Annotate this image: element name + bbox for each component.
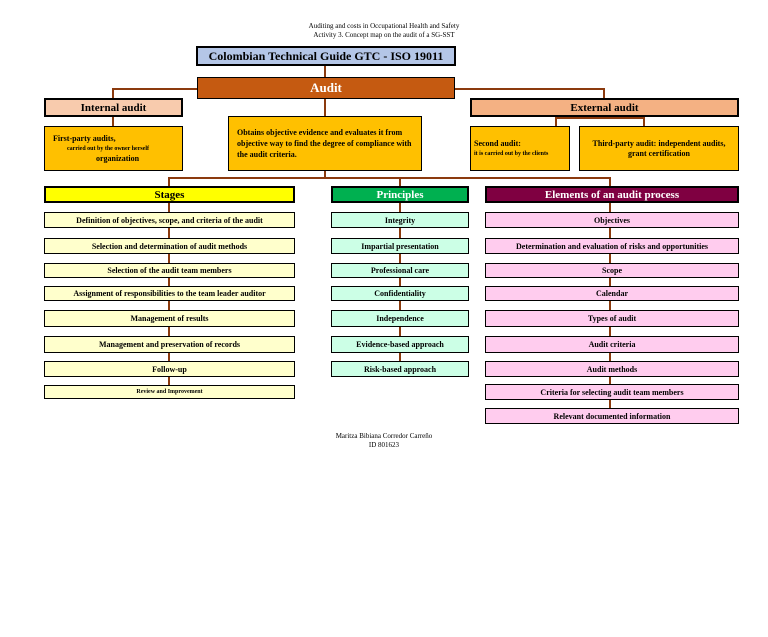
principle-item: Evidence-based approach [331,336,469,353]
element-item: Criteria for selecting audit team member… [485,384,739,400]
principle-item: Independence [331,310,469,327]
stages-header: Stages [44,186,295,203]
stage-item: Management and preservation of records [44,336,295,353]
connector-external-split [555,117,645,119]
second-party-audit: Second audit: it is carried out by the c… [470,126,570,171]
connector-audit-internal-h [112,88,198,90]
elements-header: Elements of an audit process [485,186,739,203]
element-item: Audit criteria [485,336,739,353]
internal-desc-tail: organization [95,153,140,163]
element-item: Audit methods [485,361,739,377]
connector-stages [168,177,170,186]
connector-desc-branches [324,170,326,178]
internal-desc-main: First-party audits, [53,133,116,143]
connector-elements-spine [609,203,611,415]
external-audit-node: External audit [470,98,739,117]
connector-external-third [643,117,645,126]
connector-external-second [555,117,557,126]
element-item: Calendar [485,286,739,301]
stage-item: Review and Improvement [44,385,295,399]
stage-item: Follow-up [44,361,295,377]
second-audit-small: it is carried out by the clients [474,150,549,157]
second-audit-main: Second audit: [474,138,521,148]
stage-item: Selection of the audit team members [44,263,295,278]
connector-audit-internal-v [112,88,114,99]
principle-item: Risk-based approach [331,361,469,377]
connector-internal-desc [112,117,114,126]
third-party-audit: Third-party audit: independent audits, g… [579,126,739,171]
connector-principles [399,177,401,186]
header-line-1: Auditing and costs in Occupational Healt… [308,22,460,30]
principles-header: Principles [331,186,469,203]
internal-audit-node: Internal audit [44,98,183,117]
connector-audit-desc [324,99,326,116]
element-item: Objectives [485,212,739,228]
connector-elements [609,177,611,186]
element-item: Types of audit [485,310,739,327]
stage-item: Definition of objectives, scope, and cri… [44,212,295,228]
author-id: ID 801623 [368,441,400,449]
audit-definition: Obtains objective evidence and evaluates… [228,116,422,171]
header-line-2: Activity 3. Concept map on the audit of … [313,31,455,39]
internal-audit-description: First-party audits, carried out by the o… [44,126,183,171]
principle-item: Integrity [331,212,469,228]
stage-item: Management of results [44,310,295,327]
stage-item: Assignment of responsibilities to the te… [44,286,295,301]
connector-principles-spine [399,203,401,368]
author-name: Maritza Bibiana Corredor Carreño [335,432,433,440]
internal-desc-small: carried out by the owner herself [67,145,150,152]
element-item: Scope [485,263,739,278]
audit-node: Audit [197,77,455,99]
diagram-title: Colombian Technical Guide GTC - ISO 1901… [196,46,456,66]
connector-branches-h [168,177,610,179]
element-item: Relevant documented information [485,408,739,424]
principle-item: Confidentiality [331,286,469,301]
element-item: Determination and evaluation of risks an… [485,238,739,254]
principle-item: Professional care [331,263,469,278]
stage-item: Selection and determination of audit met… [44,238,295,254]
principle-item: Impartial presentation [331,238,469,254]
connector-audit-external-h [455,88,605,90]
connector-audit-external-v [603,88,605,99]
connector-title-audit [324,65,326,77]
